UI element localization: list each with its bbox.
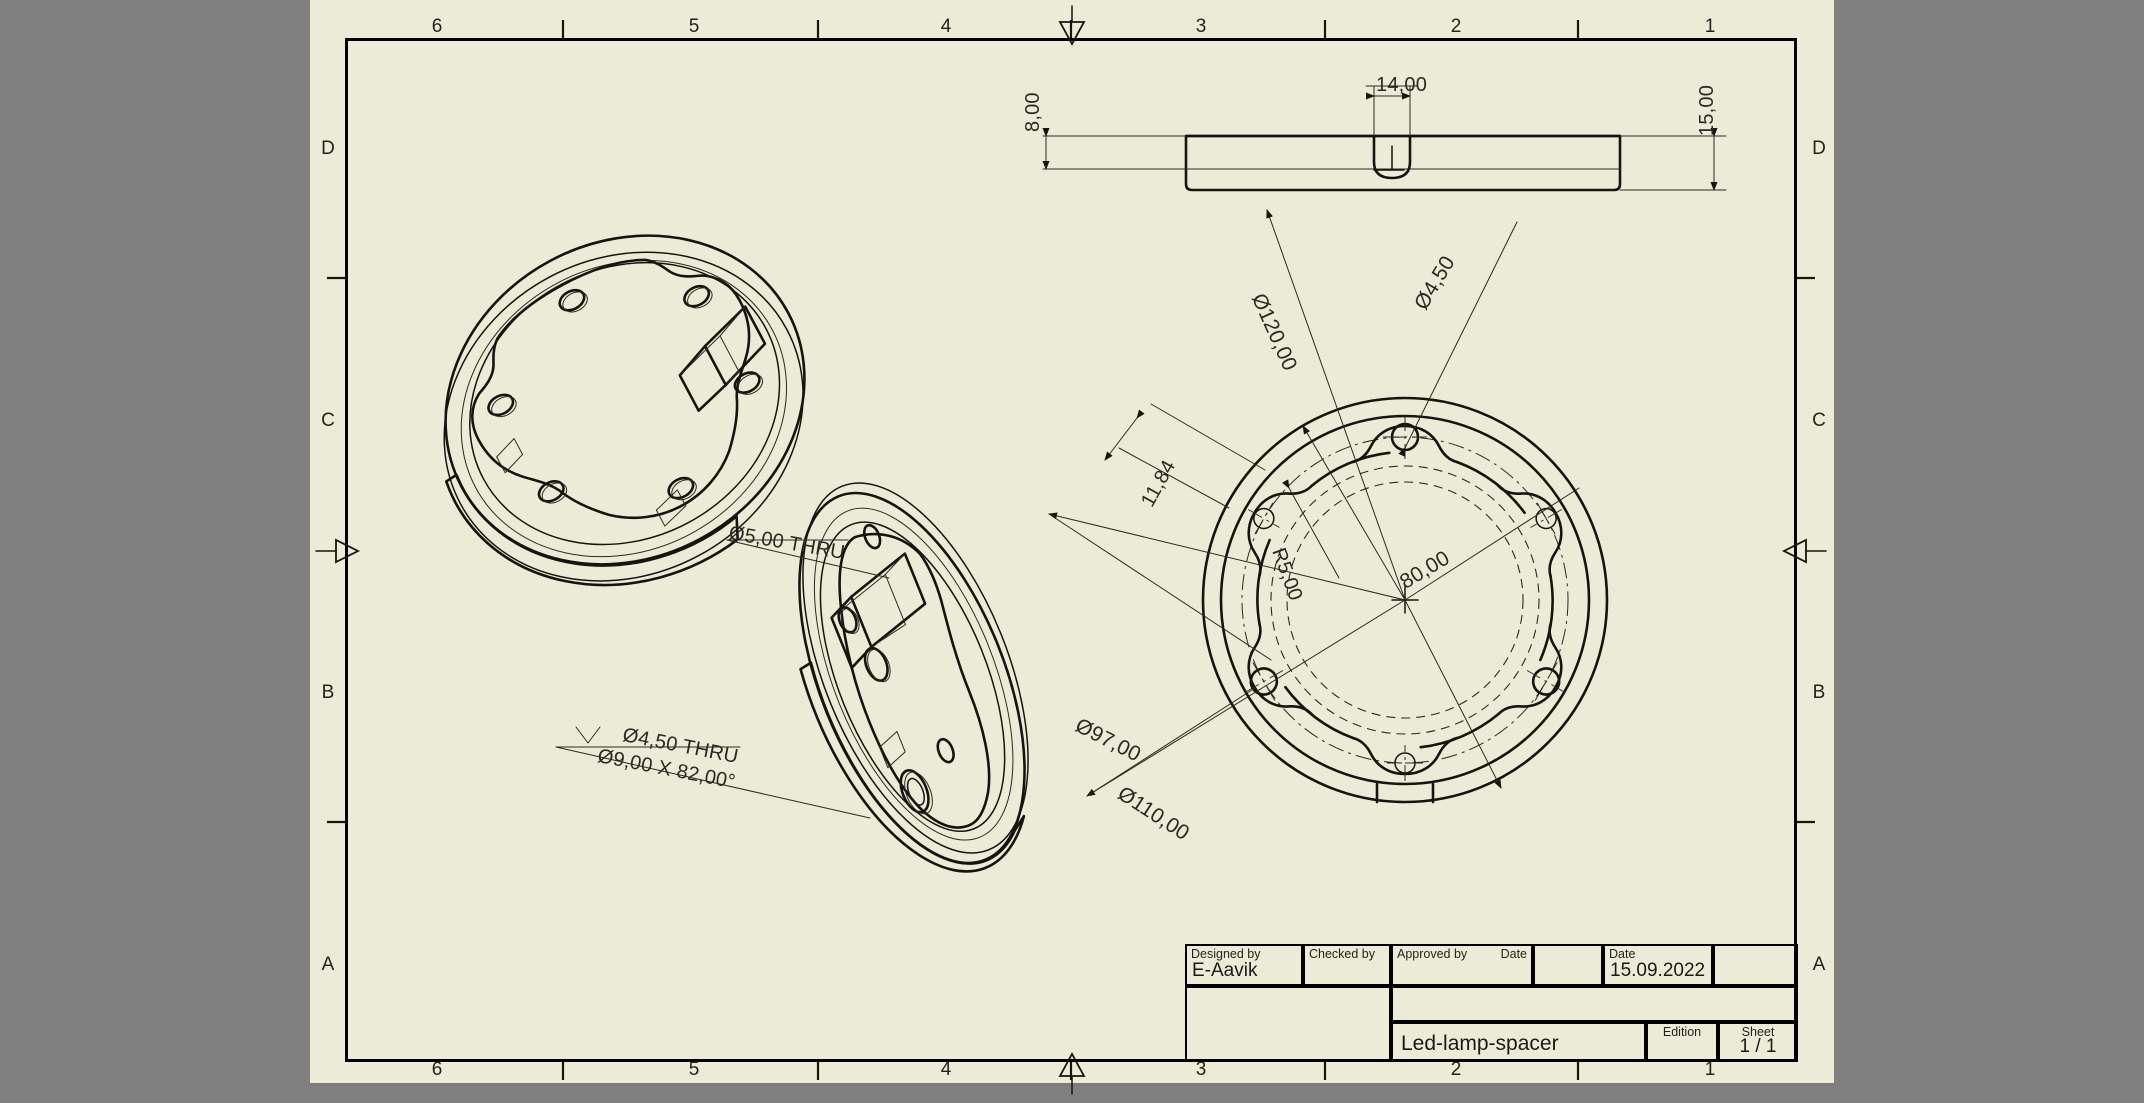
title-block: Designed by E-Aavik Checked by Approved … [1185, 944, 1798, 1062]
tb-approved-by-label: Approved by [1397, 947, 1468, 961]
zone-right-B: B [1812, 682, 1826, 703]
tb-approved-by: Approved by Date [1391, 944, 1533, 986]
tb-part-name-value: Led-lamp-spacer [1401, 1032, 1559, 1055]
zone-bottom-3: 3 [1195, 1059, 1207, 1080]
zone-bottom-6: 6 [431, 1059, 443, 1080]
zone-top-1: 1 [1704, 16, 1716, 37]
dim-section-left-height: 8,00 [1022, 92, 1044, 132]
tb-sheet-value: 1 / 1 [1739, 1036, 1777, 1057]
zone-top-4: 4 [940, 16, 952, 37]
tb-sheet-label: Sheet [1741, 1025, 1775, 1039]
tb-date-blank [1533, 944, 1603, 986]
zone-left-B: B [321, 682, 335, 703]
tb-part-name: Led-lamp-spacer [1391, 1022, 1646, 1062]
zone-right-D: D [1812, 138, 1826, 159]
tb-designed-by-label: Designed by [1191, 947, 1261, 961]
zone-left-A: A [321, 954, 335, 975]
zone-left-C: C [321, 410, 335, 431]
tb-topright-blank [1713, 944, 1798, 986]
tb-notes-area [1185, 986, 1391, 1062]
tb-date-label-1: Date [1500, 947, 1527, 961]
tb-edition: Edition [1646, 1022, 1718, 1062]
tb-designed-by-value: E-Aavik [1192, 960, 1258, 981]
zone-top-2: 2 [1450, 16, 1462, 37]
zone-left-D: D [321, 138, 335, 159]
tb-checked-by-label: Checked by [1309, 947, 1376, 961]
zone-bottom-2: 2 [1450, 1059, 1462, 1080]
zone-bottom-5: 5 [688, 1059, 700, 1080]
tb-date-value-2: 15.09.2022 [1610, 960, 1706, 981]
zone-top-5: 5 [688, 16, 700, 37]
zone-bottom-4: 4 [940, 1059, 952, 1080]
tb-upper-name-band [1391, 986, 1798, 1022]
tb-date-label-2: Date [1609, 947, 1636, 961]
tb-edition-label: Edition [1662, 1025, 1702, 1039]
tb-checked-by: Checked by [1303, 944, 1391, 986]
zone-right-C: C [1812, 410, 1826, 431]
zone-top-3: 3 [1195, 16, 1207, 37]
drawing-frame-border [345, 38, 1797, 1062]
tb-designed-by: Designed by E-Aavik [1185, 944, 1303, 986]
dim-section-right-height: 15,00 [1696, 84, 1718, 136]
zone-right-A: A [1812, 954, 1826, 975]
tb-sheet: Sheet 1 / 1 [1718, 1022, 1798, 1062]
dim-section-width: 14,00 [1376, 74, 1428, 96]
zone-top-6: 6 [431, 16, 443, 37]
tb-date: Date 15.09.2022 [1603, 944, 1713, 986]
zone-bottom-1: 1 [1704, 1059, 1716, 1080]
